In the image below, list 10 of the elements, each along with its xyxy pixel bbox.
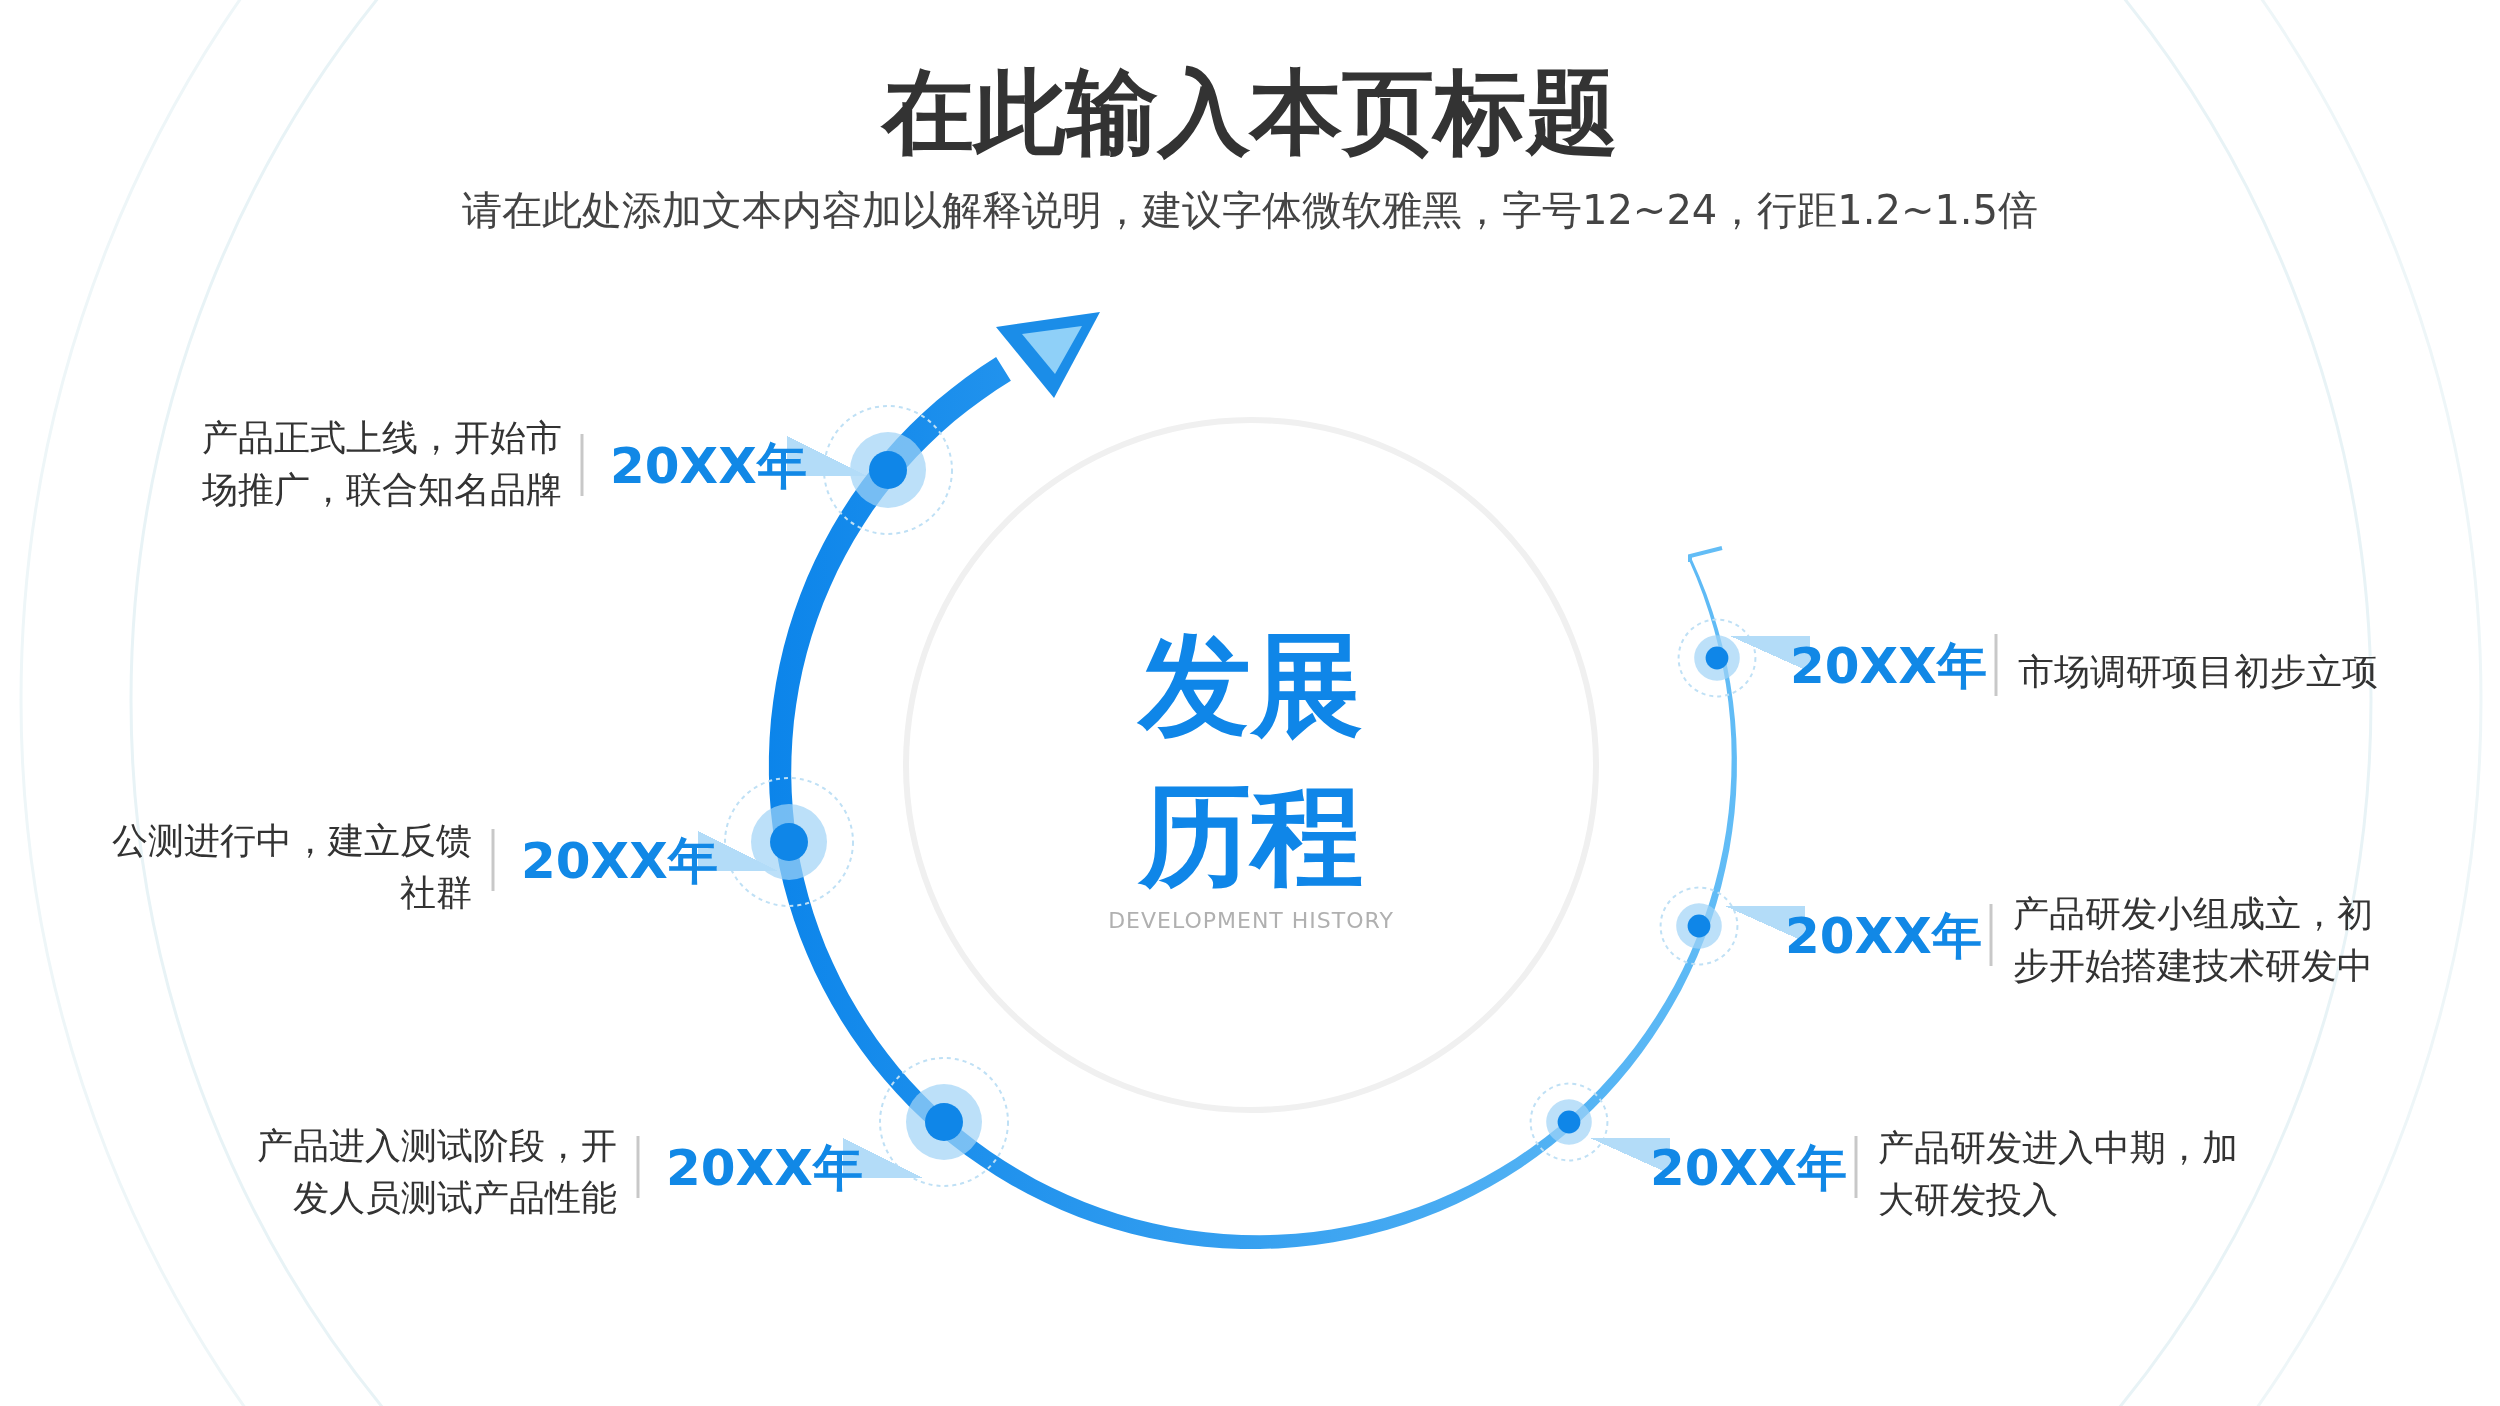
caption: 请在此处添加文本内容加以解释说明，建议字体微软雅黑，字号12~24，行距1.2~1.5倍 bbox=[460, 186, 2040, 234]
milestone-description: 产品进入测试阶段，开发人员测试产品性能 bbox=[256, 1124, 617, 1220]
milestone-description: 产品研发小组成立，初步开始搭建技术研发中 bbox=[2013, 892, 2374, 988]
milestone-description: 市场调研项目初步立项 bbox=[2018, 650, 2379, 694]
title: 在此输入本页标题 bbox=[879, 62, 1619, 164]
center-title: 发展历程 bbox=[1136, 619, 1364, 902]
subtitle-text: DEVELOPMENT HISTORY bbox=[1107, 908, 1395, 933]
milestone-description: 产品研发进入中期，加大研发投入 bbox=[1878, 1126, 2239, 1222]
milestone-description: 产品正式上线，开始市场推广，联合知名品牌 bbox=[201, 416, 562, 512]
milestone-description: 公测进行中，建立反馈社群 bbox=[111, 819, 472, 915]
